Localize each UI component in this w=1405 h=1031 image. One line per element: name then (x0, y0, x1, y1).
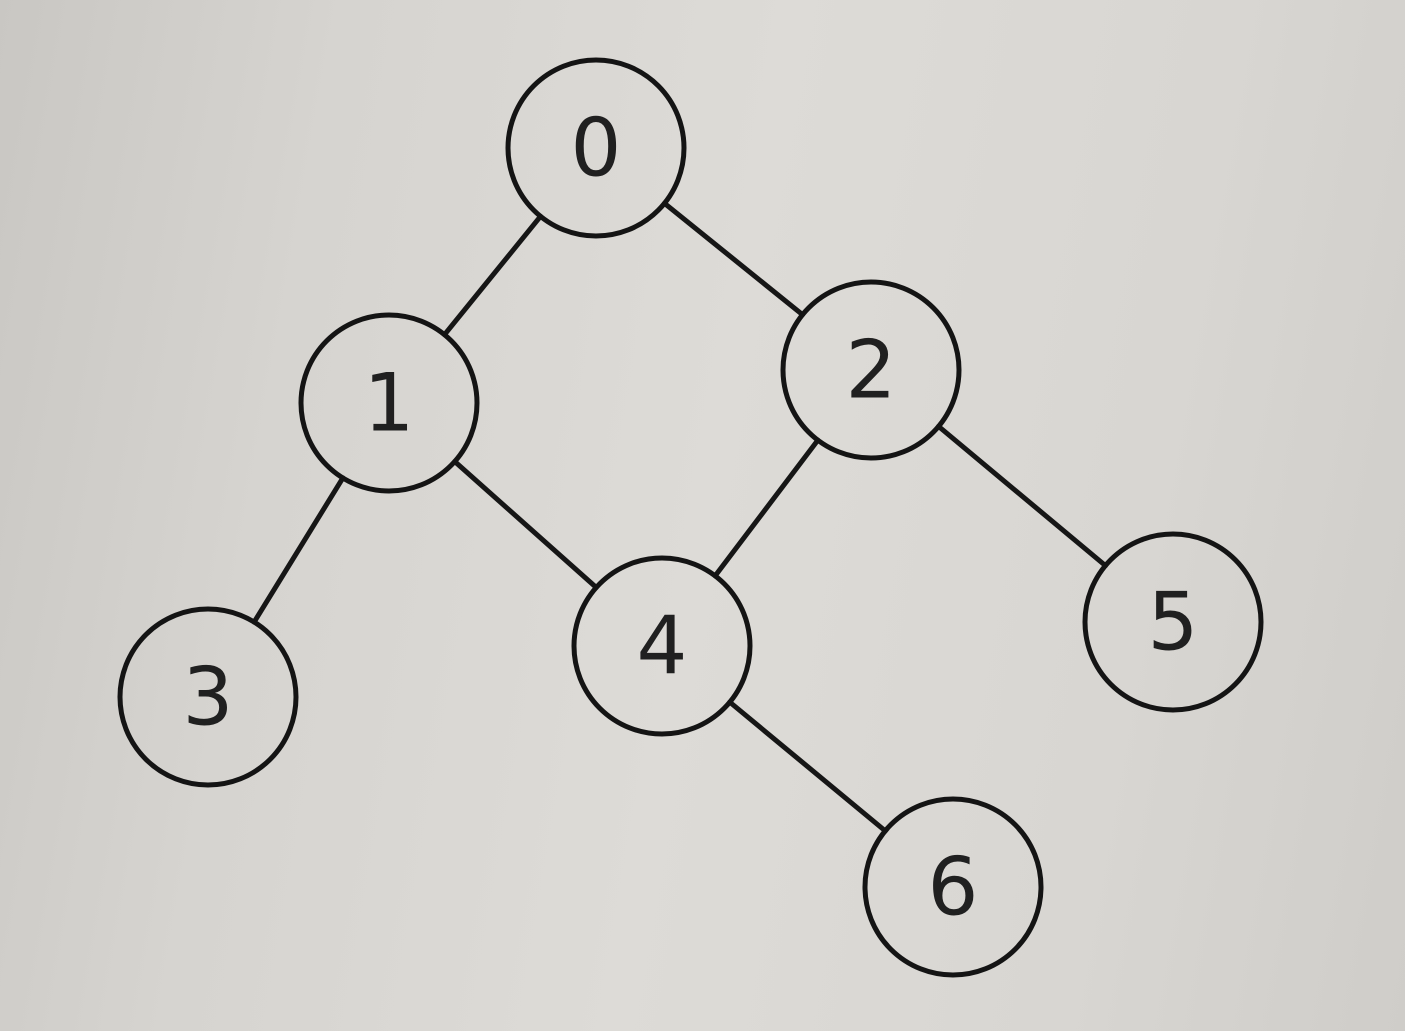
node-circle (571, 555, 753, 737)
node-circle (780, 279, 962, 461)
edge-2-4 (712, 437, 821, 579)
edge-0-2 (661, 200, 806, 318)
node-4: 4 (571, 555, 753, 737)
node-5: 5 (1082, 531, 1264, 713)
node-circle (298, 312, 480, 494)
node-label: 0 (571, 102, 622, 195)
edge-4-6 (727, 699, 888, 834)
node-label: 6 (928, 841, 979, 934)
node-label: 1 (364, 357, 415, 450)
node-1: 1 (298, 312, 480, 494)
node-label: 4 (637, 600, 688, 693)
graph-nodes: 0 1 2 3 4 5 6 (117, 57, 1264, 978)
edge-1-4 (452, 459, 599, 590)
graph-edges (251, 200, 1108, 834)
edge-2-5 (936, 423, 1108, 569)
node-circle (505, 57, 687, 239)
node-label: 5 (1148, 576, 1199, 669)
node-circle (117, 606, 299, 788)
node-label: 2 (846, 324, 897, 417)
node-label: 3 (183, 651, 234, 744)
node-6: 6 (862, 796, 1044, 978)
edge-0-1 (441, 213, 544, 338)
node-circle (862, 796, 1044, 978)
edge-1-3 (251, 475, 346, 625)
node-circle (1082, 531, 1264, 713)
node-0: 0 (505, 57, 687, 239)
node-3: 3 (117, 606, 299, 788)
node-2: 2 (780, 279, 962, 461)
